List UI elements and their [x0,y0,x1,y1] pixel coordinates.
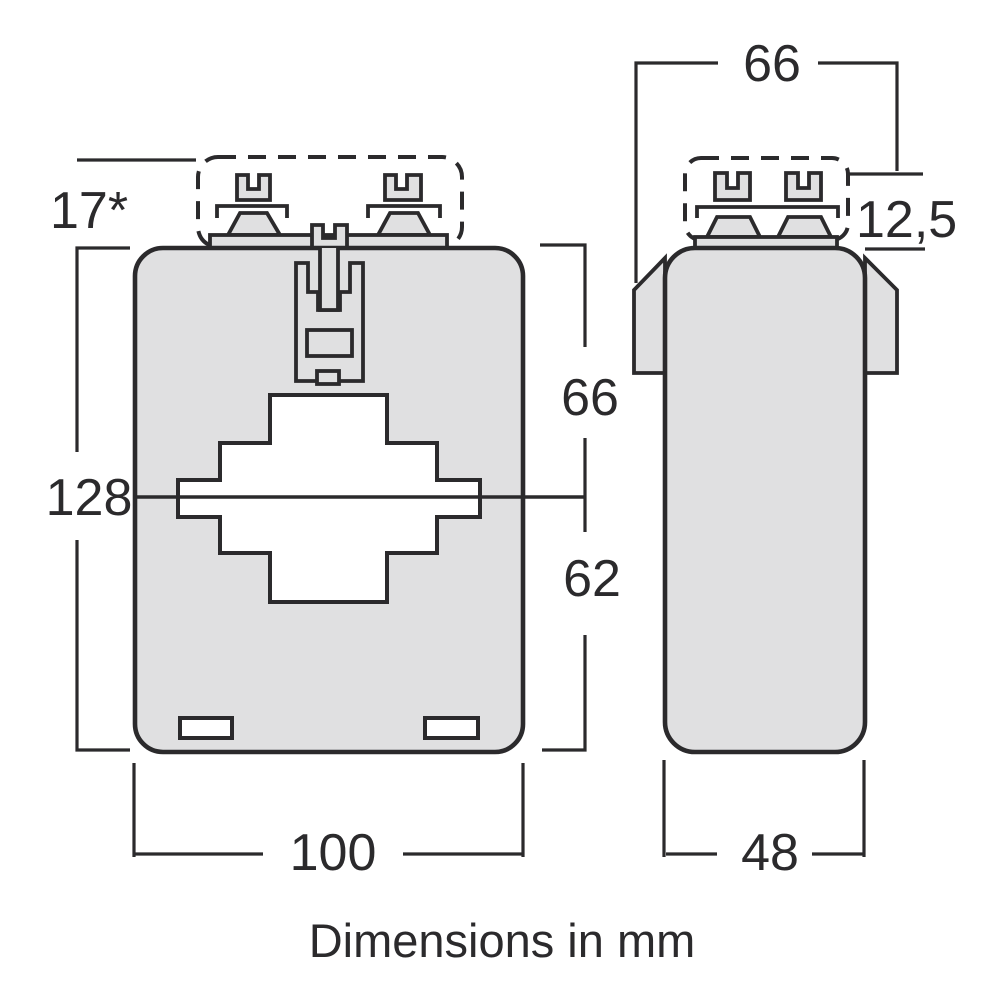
side-view [632,156,899,755]
front-foot-slot-right [423,716,480,740]
dim-66-62-line [540,243,587,752]
side-terminal-screw-right [784,171,823,202]
locking-clip-bar [318,248,340,312]
front-view [132,155,585,755]
front-terminal-pad-right [374,211,434,237]
dim-17-label: 17* [50,182,128,240]
front-terminal-screw-left [235,173,272,202]
front-view-dimensions: 17* 128 66 62 100 [46,158,621,882]
front-terminal-bracket-right [366,204,442,218]
dim-66-label: 66 [561,369,619,427]
locking-clip-head [310,223,349,250]
front-terminal-dashed-outline [196,155,464,249]
side-body [662,245,868,755]
dim-100-label: 100 [290,824,377,882]
dim-128-bracket [75,246,130,752]
dim-100-bracket [132,763,525,857]
locking-clip-window [305,328,354,358]
side-mounting-wing-right [863,253,899,375]
dim-66-top-line [634,61,899,283]
locking-clip-tab [315,369,341,386]
side-terminal-screw-left [713,171,752,202]
dim-48-bracket [662,760,866,857]
side-terminal-pad-left [703,215,764,239]
front-terminal-pad-left [224,211,284,237]
dim-48-label: 48 [741,824,799,882]
side-terminal-dashed-outline [683,156,850,242]
side-mounting-wing-left [632,253,667,375]
front-terminal-bracket-left [215,204,289,218]
front-terminal-screw-right [383,173,423,202]
dim-128-label: 128 [46,469,133,527]
front-foot-slot-left [178,716,234,740]
dim-12-5-label: 12,5 [856,191,957,249]
side-terminal-bracket [695,205,840,218]
dim-62-label: 62 [563,550,621,608]
side-terminal-pad-right [774,215,835,239]
dim-12-5-lines [848,172,925,251]
caption-dimensions-in-mm: Dimensions in mm [309,914,696,967]
dim-66-top-label: 66 [743,35,801,93]
side-view-dimensions: 66 12,5 48 [634,35,957,882]
